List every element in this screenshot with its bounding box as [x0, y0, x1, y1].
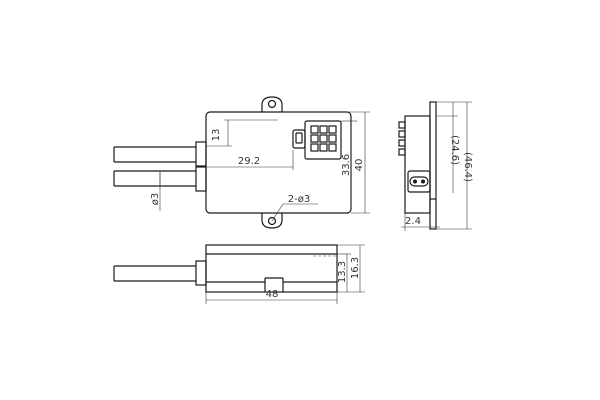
dim-29-2: 29.2 [238, 156, 260, 167]
dim-33-6: 33.6 [341, 154, 352, 176]
connector-latch [292, 129, 306, 149]
side-view: (24.6) (46.4) 2.4 [398, 101, 473, 231]
dim-phi3: ø3 [150, 193, 161, 205]
top-body [205, 244, 338, 293]
side-cable-a [413, 179, 417, 184]
dim-13: 13 [211, 129, 222, 142]
bottom-mounting-ear [261, 213, 283, 229]
lower-cable [113, 166, 207, 192]
top-cable [113, 260, 207, 286]
front-view: 13 29.2 33.6 40 ø3 2-ø3 [113, 96, 370, 229]
side-body [404, 115, 431, 214]
side-cable-exit [407, 170, 431, 193]
dim-40: 40 [354, 159, 365, 172]
dim-24-6: (24.6) [449, 135, 460, 165]
side-mounting-plate [429, 101, 437, 230]
side-connector [398, 121, 406, 156]
side-cable-b [421, 179, 425, 184]
side-cable-slot [409, 176, 429, 187]
bottom-mounting-hole [267, 216, 277, 226]
dim-holes: 2-ø3 [288, 194, 310, 205]
dim-16-3: 16.3 [350, 257, 361, 279]
dim-2-4: 2.4 [405, 216, 421, 227]
dim-13-3: 13.3 [337, 261, 348, 283]
connector-pins [310, 125, 337, 152]
dim-48: 48 [266, 289, 279, 300]
dim-46-4: (46.4) [462, 152, 473, 182]
top-view: 48 13.3 16.3 [113, 244, 365, 304]
upper-cable [113, 141, 207, 167]
connector-latch-inner [295, 132, 303, 144]
top-mounting-hole [267, 99, 277, 109]
top-mounting-ear [261, 96, 283, 112]
